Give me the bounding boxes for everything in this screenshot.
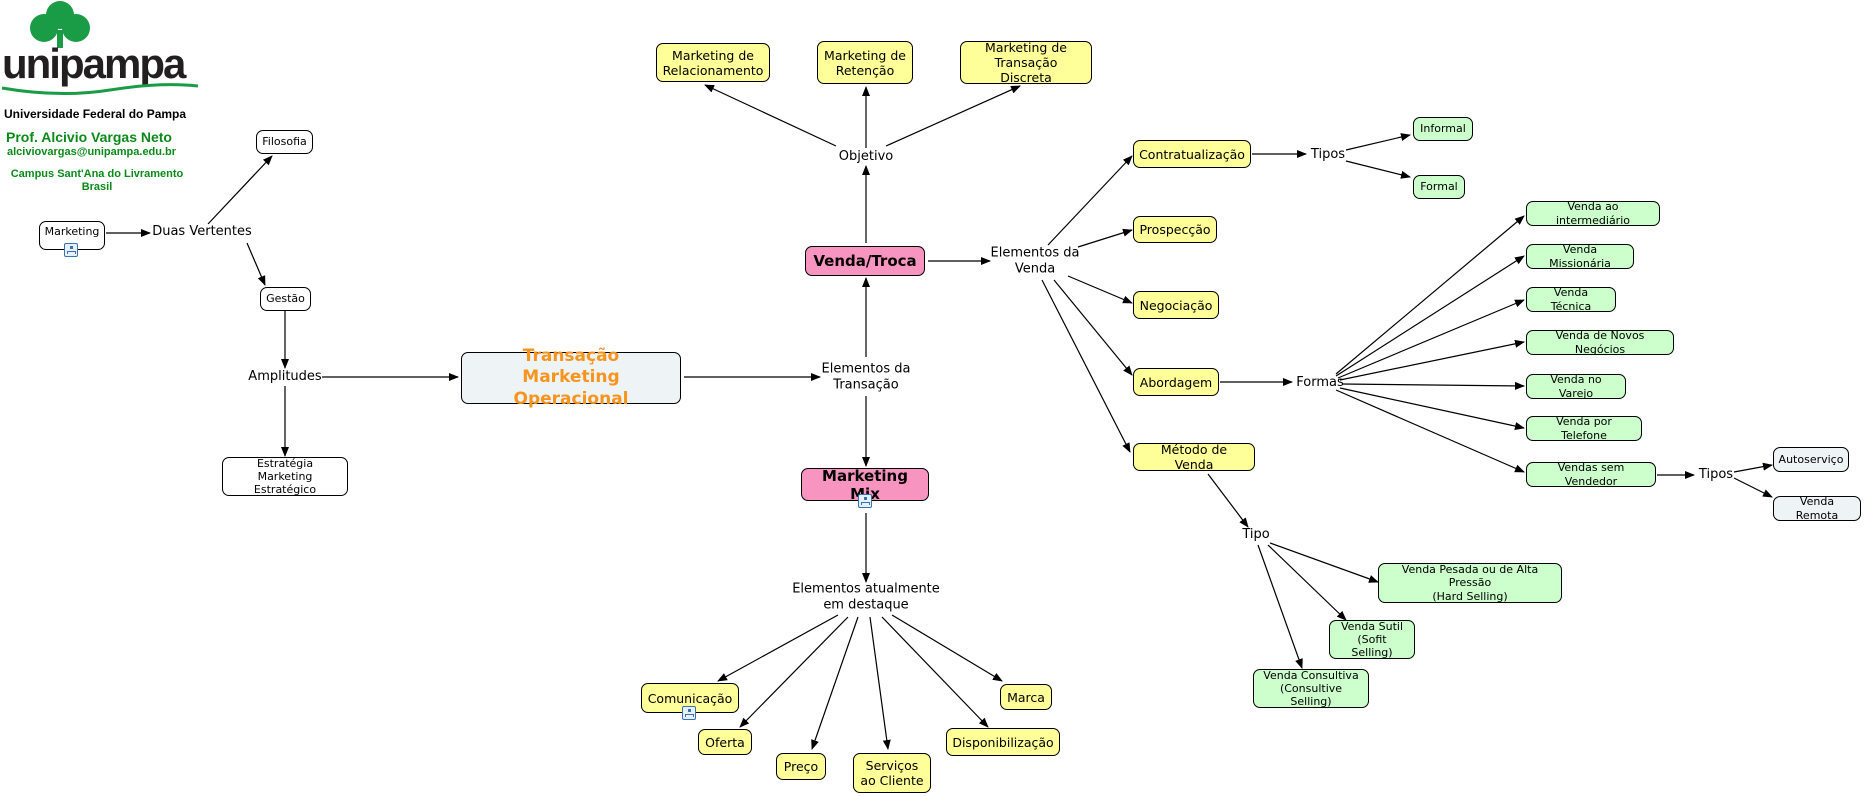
node-venda-telefone[interactable]: Venda por Telefone	[1526, 415, 1642, 442]
campus-name: Campus Sant'Ana do Livramento Brasil	[10, 168, 184, 194]
node-disponibilizacao[interactable]: Disponibilização	[946, 728, 1060, 756]
node-venda-consultiva[interactable]: Venda Consultiva (Consultive Selling)	[1253, 669, 1369, 708]
label-elementos-transacao: Elementos da Transação	[821, 361, 911, 392]
node-autoservico[interactable]: Autoserviço	[1773, 447, 1849, 472]
node-venda-varejo[interactable]: Venda no Varejo	[1526, 373, 1626, 400]
node-venda-novos-negocios[interactable]: Venda de Novos Negócios	[1526, 329, 1674, 356]
professor-name: Prof. Alcivio Vargas Neto	[6, 129, 172, 145]
university-name: Universidade Federal do Pampa	[4, 107, 187, 121]
label-duas-vertentes: Duas Vertentes	[152, 224, 252, 240]
label-elementos-venda: Elementos da Venda	[990, 245, 1080, 276]
node-estrategia[interactable]: Estratégia Marketing Estratégico	[222, 457, 348, 496]
node-marca[interactable]: Marca	[1000, 684, 1052, 710]
label-elementos-destaque: Elementos atualmente em destaque	[792, 581, 940, 612]
node-venda-tecnica[interactable]: Venda Técnica	[1526, 286, 1616, 313]
node-oferta[interactable]: Oferta	[698, 729, 752, 755]
node-venda-missionaria[interactable]: Venda Missionária	[1526, 243, 1634, 270]
node-venda-troca[interactable]: Venda/Troca	[805, 246, 925, 276]
node-informal[interactable]: Informal	[1413, 117, 1473, 141]
node-prospeccao[interactable]: Prospecção	[1133, 216, 1217, 243]
node-preco[interactable]: Preço	[776, 753, 826, 780]
node-venda-pesada[interactable]: Venda Pesada ou de Alta Pressão (Hard Se…	[1378, 563, 1562, 603]
node-venda-remota[interactable]: Venda Remota	[1773, 495, 1861, 522]
node-venda-sutil[interactable]: Venda Sutil (Sofit Selling)	[1329, 620, 1415, 659]
node-venda-intermediario[interactable]: Venda ao intermediário	[1526, 200, 1660, 227]
logo-swoosh	[1, 83, 199, 96]
professor-email: alciviovargas@unipampa.edu.br	[7, 146, 177, 158]
logo-wordmark: unipampa	[2, 40, 187, 87]
node-abordagem[interactable]: Abordagem	[1133, 368, 1219, 396]
node-mkt-relacionamento[interactable]: Marketing de Relacionamento	[656, 43, 770, 82]
label-objetivo: Objetivo	[838, 149, 894, 165]
node-negociacao[interactable]: Negociação	[1133, 291, 1219, 319]
node-gestao[interactable]: Gestão	[260, 287, 311, 311]
node-formal[interactable]: Formal	[1413, 175, 1465, 199]
node-transacao[interactable]: Transação Marketing Operacional	[461, 346, 681, 409]
node-filosofia[interactable]: Filosofia	[256, 130, 313, 154]
node-mkt-transacao-discreta[interactable]: Marketing de Transação Discreta	[960, 40, 1092, 85]
node-metodo-venda[interactable]: Método de Venda	[1133, 442, 1255, 472]
label-tipo-metodo: Tipo	[1242, 527, 1270, 543]
tree-icon	[30, 1, 90, 48]
label-tipos-sem-vendedor: Tipos	[1698, 467, 1734, 483]
label-amplitudes: Amplitudes	[248, 369, 322, 385]
submap-icon[interactable]	[682, 706, 696, 720]
node-contratualizacao[interactable]: Contratualização	[1133, 140, 1251, 168]
submap-icon[interactable]	[858, 494, 872, 508]
label-formas: Formas	[1296, 375, 1344, 391]
label-tipos-contratualizacao: Tipos	[1310, 147, 1346, 163]
unipampa-logo: unipampa	[1, 1, 199, 96]
submap-icon[interactable]	[64, 243, 78, 257]
node-vendas-sem-vendedor[interactable]: Vendas sem Vendedor	[1526, 461, 1656, 488]
node-mkt-retencao[interactable]: Marketing de Retenção	[817, 41, 913, 84]
node-servicos[interactable]: Serviços ao Cliente	[853, 753, 931, 793]
